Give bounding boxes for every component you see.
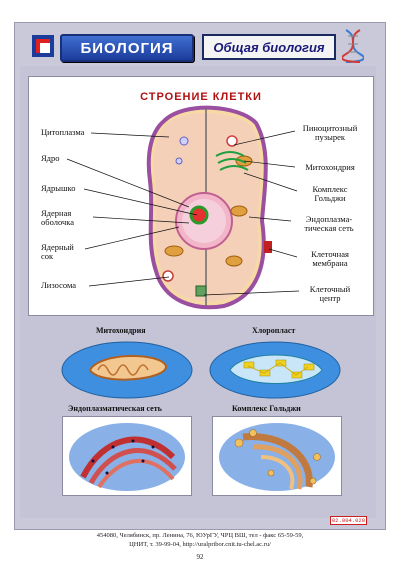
subject-badge: БИОЛОГИЯ [60,34,194,62]
title-mitochondria: Митохондрия [96,326,146,335]
label-pinocytic-vesicle: Пиноцитозный пузырек [302,123,358,142]
er-illustration [69,423,185,491]
chloroplast-illustration [209,341,341,399]
dna-icon [342,29,364,63]
cell-structure-panel: СТРОЕНИЕ КЛЕТКИ Цитоплазма Ядро Ядрышко … [28,76,374,316]
er-panel [62,416,192,496]
cell-title: СТРОЕНИЕ КЛЕТКИ [140,91,262,103]
mitochondria-illustration [61,341,193,399]
logo-icon [32,35,54,57]
cell-illustration [146,105,272,310]
label-cell-membrane: Клеточная мембрана [311,249,349,268]
title-golgi: Комплекс Гольджи [232,404,301,413]
label-cytoplasm: Цитоплазма [41,127,85,137]
title-chloroplast: Хлоропласт [252,326,296,335]
label-nucleolus: Ядрышко [41,183,76,193]
label-centrosome: Клеточный центр [309,284,351,303]
document-code: 02.004.020 [330,516,368,525]
label-nuclear-envelope: Ядерная оболочка [41,208,75,227]
label-golgi: Комплекс Гольджи [312,184,348,203]
course-title: Общая биология [202,34,336,60]
label-er: Эндоплазма-тическая сеть [304,214,354,233]
title-er: Эндоплазматическая сеть [68,404,162,413]
page-number: 92 [196,553,204,561]
label-lysosome: Лизосома [41,280,77,290]
label-mitochondrion: Митохондрия [305,162,355,172]
footer-contact: ЦНИТ, т. 39-99-04, http://uralpribor.cni… [129,541,271,548]
footer-address: 454080, Челябинск, пр. Ленина, 76, ЮУрГУ… [96,532,304,539]
leader-lines [66,130,300,296]
label-nucleus: Ядро [41,153,60,163]
label-nuclear-sap: Ядерный сок [41,242,74,261]
golgi-illustration [219,423,335,491]
golgi-panel [212,416,342,496]
